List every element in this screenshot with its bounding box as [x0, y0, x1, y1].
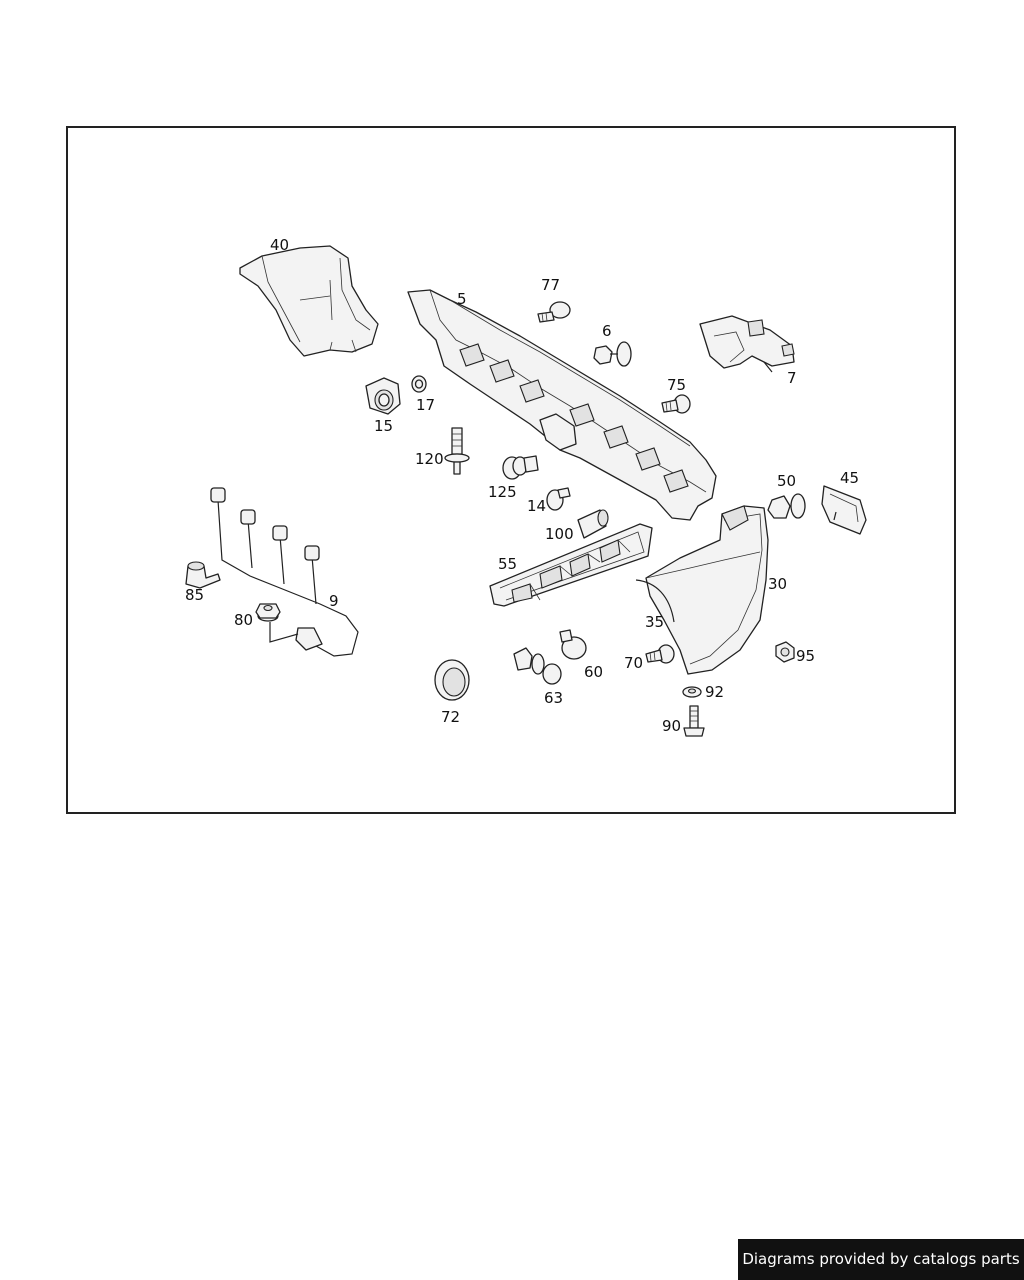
part-50-clip[interactable] [767, 493, 806, 519]
callout-125: 125 [488, 483, 517, 501]
part-45-cover-cap[interactable] [821, 485, 867, 535]
part-70-screw[interactable] [645, 644, 675, 664]
callout-85: 85 [185, 586, 204, 604]
callout-120: 120 [415, 450, 444, 468]
callout-40: 40 [270, 236, 289, 254]
callout-17: 17 [416, 396, 435, 414]
callout-14: 14 [527, 497, 546, 515]
part-17-ring[interactable] [411, 375, 427, 393]
footer-credit-badge[interactable]: Diagrams provided by catalogs parts [738, 1239, 1024, 1280]
callout-30: 30 [768, 575, 787, 593]
part-55-guide-bracket[interactable] [489, 523, 653, 607]
part-40-corner-cover[interactable] [239, 245, 379, 357]
part-15-sensor[interactable] [365, 377, 401, 415]
part-75-screw[interactable] [661, 394, 691, 414]
part-92-washer[interactable] [682, 686, 702, 698]
part-14-screw-clip[interactable] [546, 487, 571, 511]
callout-5: 5 [457, 290, 467, 308]
part-63-expanding-rivet[interactable] [513, 647, 562, 685]
part-90-bolt[interactable] [683, 705, 705, 737]
part-100-spacer[interactable] [577, 509, 609, 539]
callout-63: 63 [544, 689, 563, 707]
callout-77: 77 [541, 276, 560, 294]
part-85-holder[interactable] [185, 561, 221, 589]
part-6-clip[interactable] [593, 341, 632, 367]
part-77-bolt[interactable] [537, 301, 571, 323]
callout-75: 75 [667, 376, 686, 394]
part-125-grommet[interactable] [502, 455, 539, 480]
callout-55: 55 [498, 555, 517, 573]
part-120-rivet[interactable] [444, 427, 470, 475]
callout-100: 100 [545, 525, 574, 543]
part-95-nut[interactable] [775, 641, 795, 663]
part-30-corner-cover[interactable] [645, 505, 769, 675]
callout-35: 35 [645, 613, 664, 631]
part-9-wiring-harness[interactable] [210, 487, 359, 657]
callout-15: 15 [374, 417, 393, 435]
part-80-nut[interactable] [255, 603, 281, 622]
callout-90: 90 [662, 717, 681, 735]
part-35-seal-strip[interactable] [635, 579, 675, 623]
part-72-cap[interactable] [434, 659, 470, 701]
callout-6: 6 [602, 322, 612, 340]
callout-9: 9 [329, 592, 339, 610]
callout-80: 80 [234, 611, 253, 629]
part-7-bracket-cover[interactable] [699, 315, 795, 373]
callout-92: 92 [705, 683, 724, 701]
part-5-bumper-support[interactable] [407, 289, 717, 521]
callout-72: 72 [441, 708, 460, 726]
part-60-expanding-rivet[interactable] [559, 629, 587, 660]
callout-70: 70 [624, 654, 643, 672]
callout-7: 7 [787, 369, 797, 387]
callout-60: 60 [584, 663, 603, 681]
callout-50: 50 [777, 472, 796, 490]
callout-95: 95 [796, 647, 815, 665]
callout-45: 45 [840, 469, 859, 487]
